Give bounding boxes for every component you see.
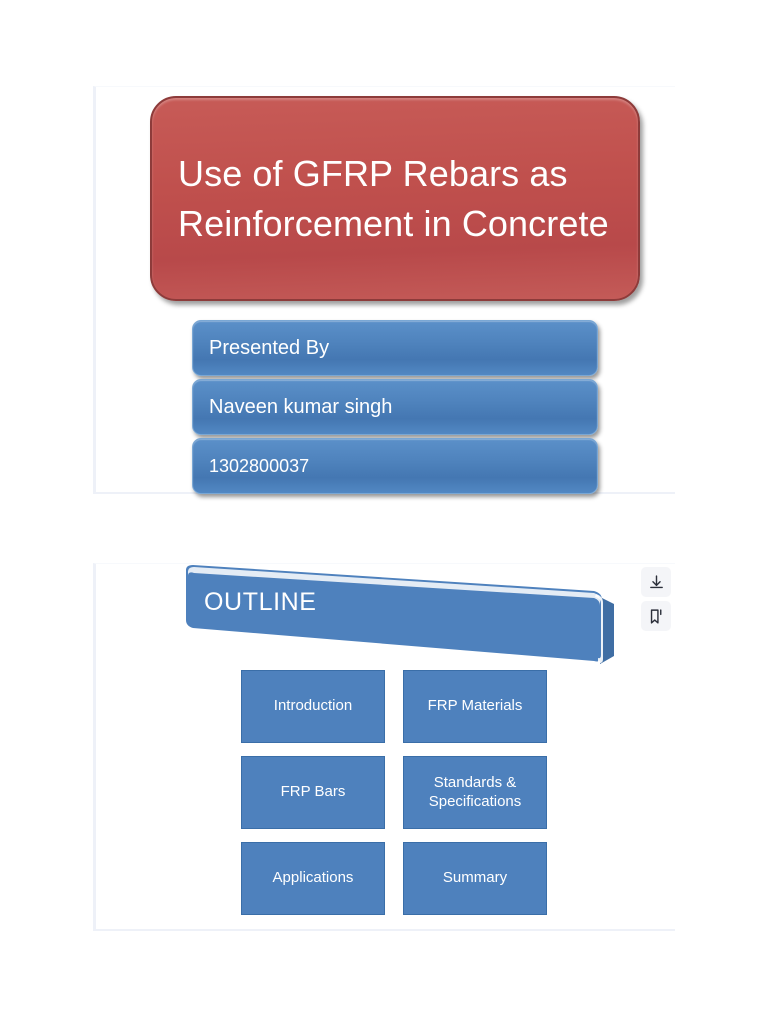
slide-page-1[interactable]: Use of GFRP Rebars as Reinforcement in C… bbox=[93, 86, 675, 494]
roll-number-label: 1302800037 bbox=[209, 455, 310, 476]
topic-label: Standards & Specifications bbox=[428, 773, 522, 810]
outline-banner-label: OUTLINE bbox=[204, 588, 317, 616]
roll-number-bar: 1302800037 bbox=[192, 438, 598, 494]
page-title: Use of GFRP Rebars as Reinforcement in C… bbox=[178, 152, 609, 244]
slide-page-2[interactable]: OUTLINE Introduction FRP Materials FRP B… bbox=[93, 563, 675, 931]
topic-row: Introduction FRP Materials bbox=[241, 670, 551, 743]
topic-cell-introduction[interactable]: Introduction bbox=[241, 670, 385, 743]
outline-topic-grid: Introduction FRP Materials FRP Bars Stan… bbox=[241, 670, 551, 928]
presented-by-label: Presented By bbox=[209, 336, 330, 359]
topic-cell-frp-materials[interactable]: FRP Materials bbox=[403, 670, 547, 743]
topic-label: FRP Materials bbox=[427, 697, 523, 715]
topic-cell-standards-specifications[interactable]: Standards & Specifications bbox=[403, 756, 547, 829]
topic-label: FRP Bars bbox=[280, 783, 346, 801]
bookmark-button[interactable] bbox=[641, 601, 671, 631]
topic-cell-summary[interactable]: Summary bbox=[403, 842, 547, 915]
topic-label: Summary bbox=[442, 869, 508, 887]
topic-label: Introduction bbox=[273, 697, 353, 715]
topic-cell-applications[interactable]: Applications bbox=[241, 842, 385, 915]
download-icon bbox=[648, 574, 665, 591]
topic-cell-frp-bars[interactable]: FRP Bars bbox=[241, 756, 385, 829]
bookmark-add-icon bbox=[648, 608, 665, 625]
download-button[interactable] bbox=[641, 567, 671, 597]
author-name-label: Naveen kumar singh bbox=[209, 395, 393, 418]
topic-label: Applications bbox=[272, 869, 354, 887]
topic-row: FRP Bars Standards & Specifications bbox=[241, 756, 551, 829]
author-name-bar: Naveen kumar singh bbox=[192, 379, 598, 435]
presented-by-bar: Presented By bbox=[192, 320, 598, 376]
outline-banner: OUTLINE bbox=[182, 564, 622, 674]
topic-row: Applications Summary bbox=[241, 842, 551, 915]
title-card: Use of GFRP Rebars as Reinforcement in C… bbox=[150, 96, 640, 301]
